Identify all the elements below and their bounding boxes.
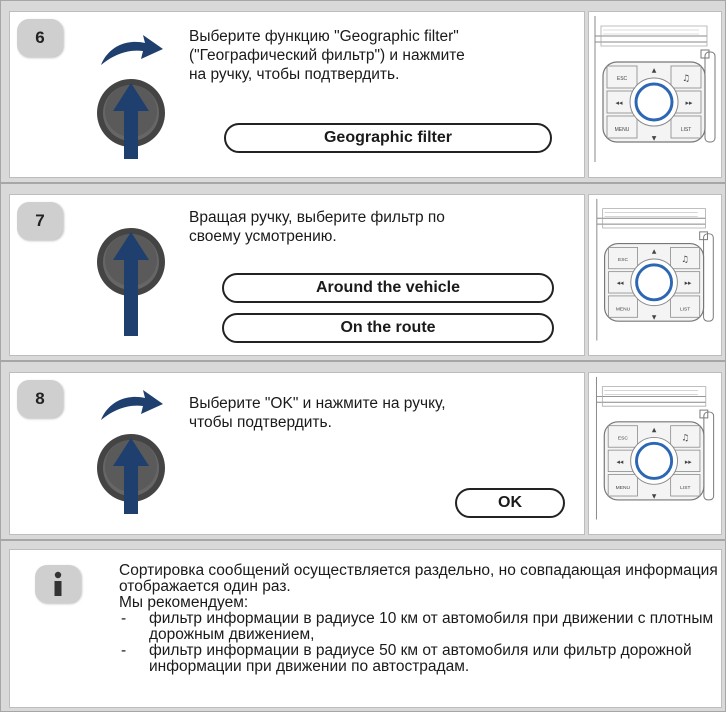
svg-text:▲: ▲ <box>652 428 657 434</box>
info-bullet: - фильтр информации в радиусе 50 км от а… <box>119 643 719 675</box>
console-diagram: ESC MENU LIST ♫ ◂◂ ▸▸ ▲ ▼ <box>595 376 715 520</box>
svg-text:▲: ▲ <box>652 67 657 74</box>
step-instruction: Выберите функцию "Geographic filter" ("Г… <box>189 28 465 83</box>
svg-text:◂◂: ◂◂ <box>616 458 623 466</box>
svg-text:♫: ♫ <box>681 433 689 443</box>
rotate-arrow-icon <box>101 390 163 420</box>
step-instruction: Вращая ручку, выберите фильтр по своему … <box>189 209 445 245</box>
svg-text:▸▸: ▸▸ <box>685 458 692 466</box>
svg-text:▼: ▼ <box>652 315 657 321</box>
menu-label: MENU <box>615 127 630 133</box>
console-illustration: ESC MENU LIST ♫ ◂◂ ▸▸ ▲ ▼ <box>588 372 722 535</box>
svg-text:▲: ▲ <box>652 249 657 255</box>
info-text: Сортировка сообщений осуществляется разд… <box>119 563 719 675</box>
step-row-7: ESC MENU LIST ♫ ◂◂ ▸▸ ▲ ▼ 7 Вращая ручку… <box>0 183 726 361</box>
list-label: LIST <box>680 485 690 491</box>
list-label: LIST <box>680 306 690 312</box>
info-icon <box>35 565 81 603</box>
console-illustration: ESC MENU LIST ♫ ◂◂ ▸▸ ▲ ▼ <box>588 194 722 356</box>
step-number: 7 <box>17 202 63 240</box>
press-arrow-icon <box>113 232 149 336</box>
knob-rotate-press-icon <box>97 35 165 159</box>
step-number: 8 <box>17 380 63 418</box>
list-label: LIST <box>681 127 692 133</box>
info-panel <box>9 549 722 708</box>
esc-label: ESC <box>618 435 629 441</box>
svg-text:▸▸: ▸▸ <box>685 279 692 287</box>
info-paragraph: Сортировка сообщений осуществляется разд… <box>119 562 718 595</box>
svg-text:▼: ▼ <box>652 494 657 500</box>
menu-option-geographic-filter[interactable]: Geographic filter <box>224 123 552 153</box>
console-diagram: ESC MENU LIST ♫ ◂◂ ▸▸ ▲ ▼ <box>594 16 716 162</box>
info-box: Сортировка сообщений осуществляется разд… <box>0 540 726 712</box>
svg-text:◂◂: ◂◂ <box>615 99 623 107</box>
step-instruction: Выберите "OK" и нажмите на ручку, чтобы … <box>189 395 446 431</box>
menu-option-on-route[interactable]: On the route <box>222 313 554 343</box>
console-diagram: ESC MENU LIST ♫ ◂◂ ▸▸ ▲ ▼ <box>596 198 714 341</box>
knob-rotate-press-icon <box>97 390 165 514</box>
svg-text:▸▸: ▸▸ <box>685 99 693 107</box>
step-row-6: ESC MENU LIST ♫ ◂◂ ▸▸ ▲ ▼ 6 Выберите фун… <box>0 0 726 183</box>
console-illustration: ESC MENU LIST ♫ ◂◂ ▸▸ ▲ ▼ <box>588 11 722 178</box>
esc-label: ESC <box>617 76 628 82</box>
info-bullet-text: фильтр информации в радиусе 50 км от авт… <box>149 642 692 675</box>
svg-text:♫: ♫ <box>681 255 689 265</box>
info-bullet: - фильтр информации в радиусе 10 км от а… <box>119 611 719 643</box>
knob-press-icon <box>97 228 165 336</box>
step-row-8: ESC MENU LIST ♫ ◂◂ ▸▸ ▲ ▼ 8 Выберите "OK… <box>0 361 726 540</box>
menu-option-ok[interactable]: OK <box>455 488 565 518</box>
rotate-arrow-icon <box>101 35 163 65</box>
info-bullet-text: фильтр информации в радиусе 10 км от авт… <box>149 610 714 643</box>
press-arrow-icon <box>113 438 149 514</box>
press-arrow-icon <box>113 83 149 159</box>
svg-text:♫: ♫ <box>682 74 690 84</box>
menu-label: MENU <box>616 485 631 491</box>
menu-label: MENU <box>616 306 631 312</box>
info-paragraph: Мы рекомендуем: <box>119 594 249 611</box>
step-number: 6 <box>17 19 63 57</box>
esc-label: ESC <box>618 257 628 263</box>
menu-option-around-vehicle[interactable]: Around the vehicle <box>222 273 554 303</box>
svg-text:◂◂: ◂◂ <box>617 279 624 287</box>
svg-text:▼: ▼ <box>652 135 657 142</box>
